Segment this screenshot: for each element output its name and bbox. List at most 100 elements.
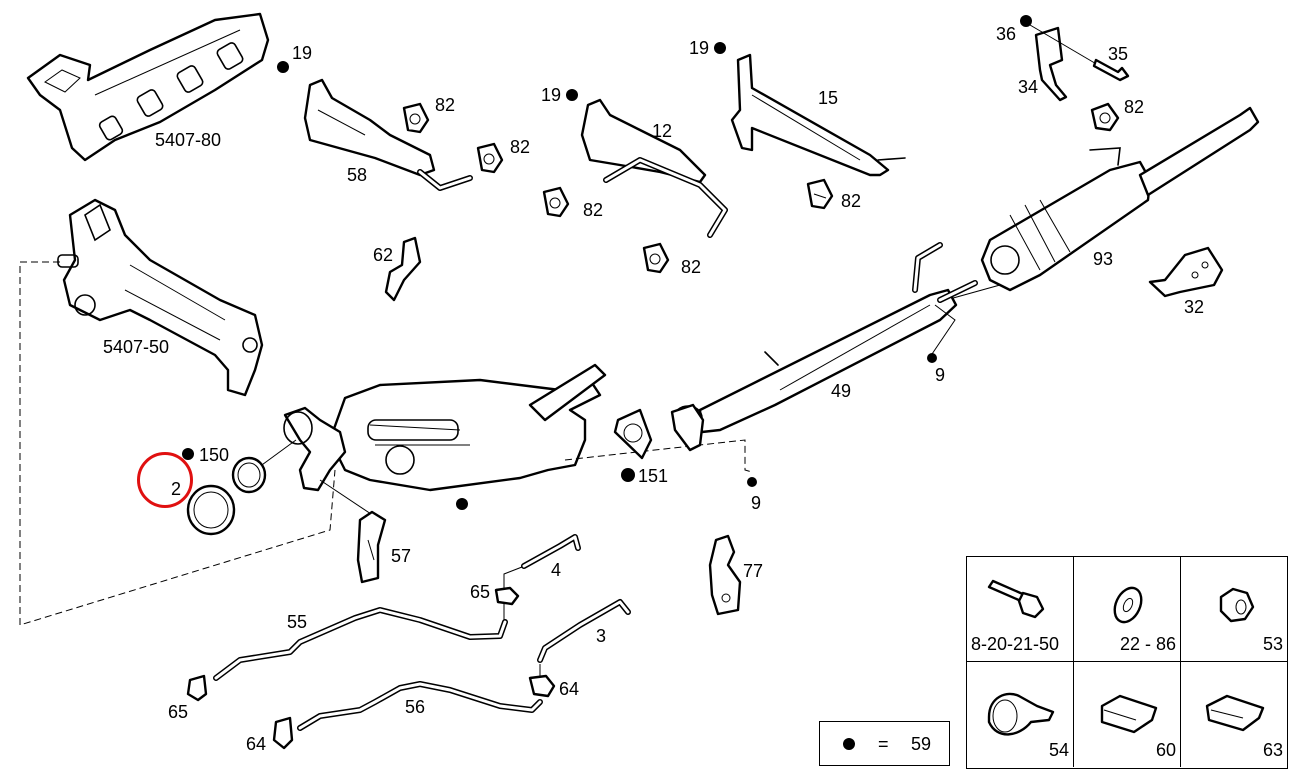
bracket-12-part[interactable] <box>580 98 728 238</box>
legend-cell-flange-nut[interactable]: 53 <box>1181 557 1287 662</box>
callout-49[interactable]: 49 <box>831 381 852 401</box>
egr-leader-line <box>19 261 336 626</box>
egr-cooler-part[interactable] <box>57 198 264 397</box>
callout-19[interactable]: 19 <box>292 43 313 63</box>
callout-65[interactable]: 65 <box>168 702 189 722</box>
rubber-mount-82c[interactable] <box>542 186 570 218</box>
clip-64a-part[interactable] <box>528 674 556 698</box>
bolt-35-part[interactable] <box>1092 58 1130 82</box>
legend-cell-clip-60[interactable]: 60 <box>1074 662 1181 767</box>
pressure-hose-3-part[interactable] <box>537 599 631 663</box>
bullet-marker <box>182 448 194 460</box>
exhaust-manifold-part[interactable] <box>26 12 270 162</box>
leader-line <box>945 284 1001 301</box>
bullet-dot-icon <box>843 738 855 750</box>
intermediate-pipe-49-part[interactable] <box>673 242 978 434</box>
rubber-mount-82d[interactable] <box>642 242 670 274</box>
callout-64[interactable]: 64 <box>246 734 267 754</box>
callout-32[interactable]: 32 <box>1184 297 1205 317</box>
bullet-equals: = <box>878 734 889 754</box>
clamp-2-part[interactable] <box>186 484 236 536</box>
legend-cell-bolt[interactable]: 8-20-21-50 <box>967 557 1074 662</box>
callout-3[interactable]: 3 <box>596 626 607 646</box>
clip-icon <box>1100 694 1158 734</box>
callout-82[interactable]: 82 <box>841 191 862 211</box>
callout-151[interactable]: 151 <box>638 466 669 486</box>
callout-5407-80[interactable]: 5407-80 <box>155 130 222 150</box>
nut-icon <box>927 353 937 363</box>
diesel-particulate-filter-part[interactable] <box>328 363 607 492</box>
callout-150[interactable]: 150 <box>199 445 230 465</box>
callout-36[interactable]: 36 <box>996 24 1017 44</box>
pressure-hose-4-part[interactable] <box>521 534 581 569</box>
flange-nut-icon <box>1219 587 1255 623</box>
hanger-34-part[interactable] <box>1034 26 1068 102</box>
bracket-62-part[interactable] <box>384 236 422 302</box>
bracket-77-part[interactable] <box>708 534 742 616</box>
callout-82[interactable]: 82 <box>435 95 456 115</box>
gasket-151-part[interactable] <box>613 408 653 460</box>
hardware-legend: 8-20-21-50 22 - 86 53 54 60 63 <box>966 556 1288 769</box>
legend-label: 54 <box>1048 740 1069 760</box>
washer-icon <box>1113 586 1143 624</box>
callout-62[interactable]: 62 <box>373 245 394 265</box>
callout-65[interactable]: 65 <box>470 582 491 602</box>
nut-icon <box>566 89 578 101</box>
callout-5407-50[interactable]: 5407-50 <box>103 337 170 357</box>
callout-82[interactable]: 82 <box>510 137 531 157</box>
bracket-32-part[interactable] <box>1148 246 1224 298</box>
clip-65b-part[interactable] <box>186 674 208 702</box>
callout-12[interactable]: 12 <box>652 121 673 141</box>
callout-58[interactable]: 58 <box>347 165 368 185</box>
bracket-58-part[interactable] <box>303 78 473 191</box>
callout-93[interactable]: 93 <box>1093 249 1114 269</box>
callout-57[interactable]: 57 <box>391 546 412 566</box>
callout-35[interactable]: 35 <box>1108 44 1129 64</box>
legend-label: 22 - 86 <box>1119 634 1176 654</box>
front-flange-part[interactable] <box>670 403 705 452</box>
rubber-mount-clamp-icon <box>987 692 1055 736</box>
legend-label: 60 <box>1155 740 1176 760</box>
bracket-15-part[interactable] <box>730 53 906 177</box>
inlet-elbow-part[interactable] <box>283 406 347 492</box>
clip-65a-part[interactable] <box>494 586 520 606</box>
rubber-mount-82e[interactable] <box>806 178 834 210</box>
callout-77[interactable]: 77 <box>743 561 764 581</box>
bracket-57-part[interactable] <box>356 510 387 584</box>
pressure-pipe-55-part[interactable] <box>213 607 508 681</box>
legend-cell-rubber-mount[interactable]: 54 <box>967 662 1074 767</box>
callout-82[interactable]: 82 <box>1124 97 1145 117</box>
leader-line <box>929 304 956 358</box>
clip-64b-part[interactable] <box>272 716 294 750</box>
legend-label: 63 <box>1262 740 1283 760</box>
rubber-mount-82b[interactable] <box>476 142 504 174</box>
callout-9[interactable]: 9 <box>751 493 762 513</box>
callout-82[interactable]: 82 <box>583 200 604 220</box>
pressure-pipe-56-part[interactable] <box>297 681 543 731</box>
callout-56[interactable]: 56 <box>405 697 426 717</box>
nut-icon <box>714 42 726 54</box>
nut-icon <box>1020 15 1032 27</box>
callout-15[interactable]: 15 <box>818 88 839 108</box>
rubber-mount-82f[interactable] <box>1090 102 1120 132</box>
legend-label: 8-20-21-50 <box>971 634 1060 654</box>
rubber-mount-82a[interactable] <box>402 102 430 134</box>
callout-82[interactable]: 82 <box>681 257 702 277</box>
legend-cell-clip-63[interactable]: 63 <box>1181 662 1287 767</box>
leader-line <box>564 439 753 473</box>
callout-19[interactable]: 19 <box>689 38 710 58</box>
callout-19[interactable]: 19 <box>541 85 562 105</box>
callout-55[interactable]: 55 <box>287 612 308 632</box>
rear-muffler-part[interactable] <box>980 106 1260 292</box>
bolt-icon <box>987 579 1045 619</box>
bullet-marker <box>621 468 635 482</box>
callout-9[interactable]: 9 <box>935 365 946 385</box>
bullet-value[interactable]: 59 <box>911 734 932 754</box>
legend-cell-washer[interactable]: 22 - 86 <box>1074 557 1181 662</box>
callout-34[interactable]: 34 <box>1018 77 1039 97</box>
callout-64[interactable]: 64 <box>559 679 580 699</box>
nut-icon <box>747 477 757 487</box>
callout-4[interactable]: 4 <box>551 560 562 580</box>
clip-icon <box>1205 694 1265 732</box>
